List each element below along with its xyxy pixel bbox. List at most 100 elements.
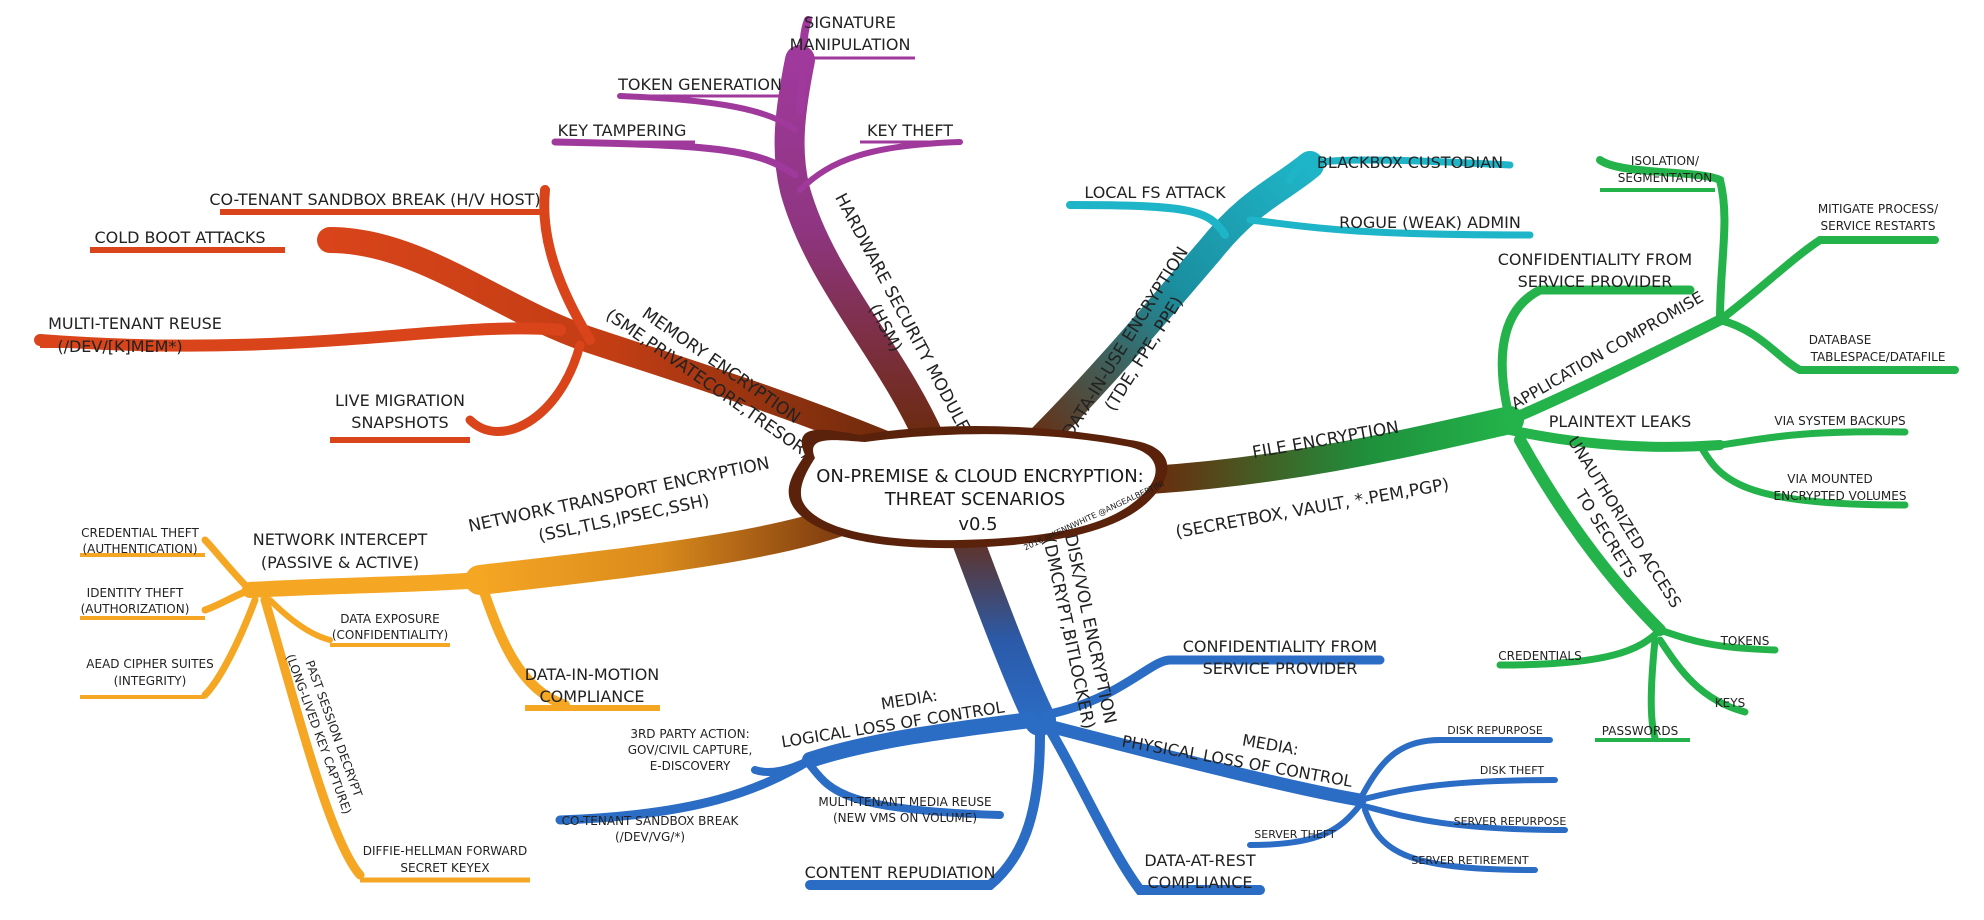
- file-twig-database: [1716, 316, 1959, 374]
- center-blob: [800, 434, 1156, 541]
- disk-twig-dar: [1045, 725, 1265, 895]
- diu-leaf-local: LOCAL FS ATTACK: [1084, 183, 1226, 202]
- file-leaf-database-2: TABLESPACE/DATAFILE: [1810, 350, 1946, 364]
- network-leaf-dh-2: SECRET KEYEX: [400, 861, 489, 875]
- network-leaf-exposure: DATA EXPOSURE: [340, 612, 440, 626]
- file-leaf-mitigate: MITIGATE PROCESS/: [1818, 202, 1939, 216]
- file-trunk: [1136, 406, 1524, 494]
- disk-leaf-dar-2: COMPLIANCE: [1147, 873, 1252, 892]
- file-twig-credentials: [1496, 626, 1664, 669]
- diu-twig-rogue: [1246, 216, 1534, 239]
- disk-leaf-repudiation: CONTENT REPUDIATION: [805, 863, 996, 882]
- disk-leaf-thirdparty-2: GOV/CIVIL CAPTURE,: [628, 743, 753, 757]
- network-leaf-aead: AEAD CIPHER SUITES: [86, 657, 213, 671]
- disk-leaf-retirement: SERVER RETIREMENT: [1411, 854, 1528, 867]
- file-leaf-isolation: ISOLATION/: [1631, 154, 1700, 168]
- file-twig-mitigate: [1716, 236, 1939, 324]
- memory-leaf-live: LIVE MIGRATION: [335, 391, 465, 410]
- disk-branch: DISK/VOL ENCRYPTION (DMCRYPT,BITLOCKER) …: [555, 504, 1568, 895]
- file-plaintext-leaks: PLAINTEXT LEAKS: [1549, 412, 1692, 431]
- file-leaf-isolation-2: SEGMENTATION: [1618, 171, 1712, 185]
- file-twig-app: [1504, 314, 1726, 426]
- file-twig-isolation: [1596, 156, 1729, 324]
- memory-leaf-cold: COLD BOOT ATTACKS: [94, 228, 265, 247]
- file-app-compromise: APPLICATION COMPROMISE: [1508, 287, 1707, 413]
- data-in-use-branch: LOCAL FS ATTACK BLACKBOX CUSTODIAN ROGUE…: [1016, 151, 1534, 464]
- file-twig-mounted: [1696, 441, 1909, 509]
- disk-twig-cotenant: [555, 755, 815, 825]
- file-leaf-confidentiality-2: SERVICE PROVIDER: [1518, 272, 1673, 291]
- disk-twig-theft: [1357, 777, 1558, 803]
- center-version: v0.5: [958, 514, 997, 535]
- disk-leaf-repurpose: DISK REPURPOSE: [1447, 724, 1543, 737]
- network-leaf-identity: IDENTITY THEFT: [87, 586, 184, 600]
- disk-logical-stem: [802, 712, 1038, 768]
- diu-branch-name: DATA-IN-USE ENCRYPTION: [1059, 243, 1193, 441]
- hsm-leaf-signature: SIGNATURE: [804, 13, 896, 32]
- disk-leaf-cotenant: CO-TENANT SANDBOX BREAK: [562, 814, 740, 828]
- disk-leaf-serverrepurpose: SERVER REPURPOSE: [1454, 815, 1567, 828]
- network-intercept-stem: [242, 572, 488, 598]
- diu-leaf-rogue: ROGUE (WEAK) ADMIN: [1339, 213, 1521, 232]
- network-leaf-compliance-2: COMPLIANCE: [539, 687, 644, 706]
- memory-leaf-multitenant-2: (/DEV/[K]MEM*): [57, 337, 182, 356]
- memory-leaf-multitenant: MULTI-TENANT REUSE: [48, 314, 222, 333]
- network-branch: NETWORK INTERCEPT (PASSIVE & ACTIVE) CRE…: [80, 453, 895, 883]
- hsm-trunk: [774, 45, 945, 455]
- disk-leaf-multimedia: MULTI-TENANT MEDIA REUSE: [818, 795, 991, 809]
- disk-twig-repudiation: [805, 730, 1045, 890]
- center-node: ON-PREMISE & CLOUD ENCRYPTION: THREAT SC…: [788, 425, 1168, 552]
- network-intercept-label: NETWORK INTERCEPT: [253, 530, 428, 549]
- disk-physical-2: PHYSICAL LOSS OF CONTROL: [1120, 732, 1354, 791]
- disk-twig-serverrepurpose: [1357, 802, 1568, 833]
- file-leaf-keys: KEYS: [1715, 696, 1745, 710]
- network-twig-compliance: [475, 575, 570, 710]
- center-title: ON-PREMISE & CLOUD ENCRYPTION:: [816, 466, 1143, 487]
- disk-leaf-multimedia-2: (NEW VMS ON VOLUME): [833, 811, 977, 825]
- file-twig-unauth: [1514, 434, 1666, 636]
- file-leaf-mounted-2: ENCRYPTED VOLUMES: [1774, 489, 1907, 503]
- disk-leaf-dar: DATA-AT-REST: [1144, 851, 1255, 870]
- network-twig-aead: [201, 596, 259, 699]
- network-twig-past: [260, 595, 365, 880]
- network-twig-identity: [201, 586, 254, 614]
- diu-twig-blackbox: [1286, 156, 1514, 184]
- file-leaf-credentials: CREDENTIALS: [1498, 649, 1581, 663]
- file-leaf-confidentiality: CONFIDENTIALITY FROM: [1498, 250, 1692, 269]
- file-twig-plaintext: [1505, 425, 1725, 452]
- hsm-twig-token: [617, 93, 798, 133]
- file-leaf-mounted: VIA MOUNTED: [1787, 472, 1872, 486]
- disk-leaf-theft: DISK THEFT: [1480, 764, 1544, 777]
- network-leaf-cred-2: (AUTHENTICATION): [82, 542, 197, 556]
- memory-leaf-cotenant: CO-TENANT SANDBOX BREAK (H/V HOST): [209, 190, 540, 209]
- network-twig-exposure: [267, 597, 333, 643]
- disk-leaf-confidentiality: CONFIDENTIALITY FROM: [1183, 637, 1377, 656]
- file-leaf-mitigate-2: SERVICE RESTARTS: [1821, 219, 1936, 233]
- memory-twig-live: [465, 340, 585, 436]
- hsm-leaf-keytamper: KEY TAMPERING: [558, 121, 687, 140]
- hsm-leaf-keytheft: KEY THEFT: [867, 121, 953, 140]
- center-title-2: THREAT SCENARIOS: [884, 489, 1066, 510]
- disk-leaf-confidentiality-2: SERVICE PROVIDER: [1203, 659, 1358, 678]
- file-leaf-database: DATABASE: [1809, 333, 1872, 347]
- diu-twig-local: [1066, 201, 1229, 239]
- network-intercept-label-2: (PASSIVE & ACTIVE): [261, 553, 419, 572]
- memory-branch: CO-TENANT SANDBOX BREAK (H/V HOST) COLD …: [34, 185, 913, 463]
- memory-branch-name-2: (SME,PRIVATECORE,TRESOR): [602, 305, 815, 463]
- hsm-leaf-token: TOKEN GENERATION: [617, 75, 782, 94]
- network-leaf-aead-2: (INTEGRITY): [114, 674, 187, 688]
- file-leaf-tokens: TOKENS: [1720, 634, 1770, 648]
- memory-twig-cotenant: [539, 185, 595, 345]
- hsm-leaf-signature-2: MANIPULATION: [790, 35, 911, 54]
- disk-trunk: [944, 504, 1056, 736]
- file-twig-tokens: [1656, 626, 1779, 654]
- disk-twig-servertheft: [1247, 802, 1363, 848]
- hsm-twig-keytamper: [551, 138, 799, 179]
- network-leaf-identity-2: (AUTHORIZATION): [81, 602, 190, 616]
- network-leaf-cred: CREDENTIAL THEFT: [81, 526, 199, 540]
- disk-leaf-thirdparty: 3RD PARTY ACTION:: [630, 727, 749, 741]
- network-leaf-compliance: DATA-IN-MOTION: [525, 665, 660, 684]
- disk-leaf-thirdparty-3: E-DISCOVERY: [650, 759, 731, 773]
- file-leaf-passwords: PASSWORDS: [1602, 724, 1678, 738]
